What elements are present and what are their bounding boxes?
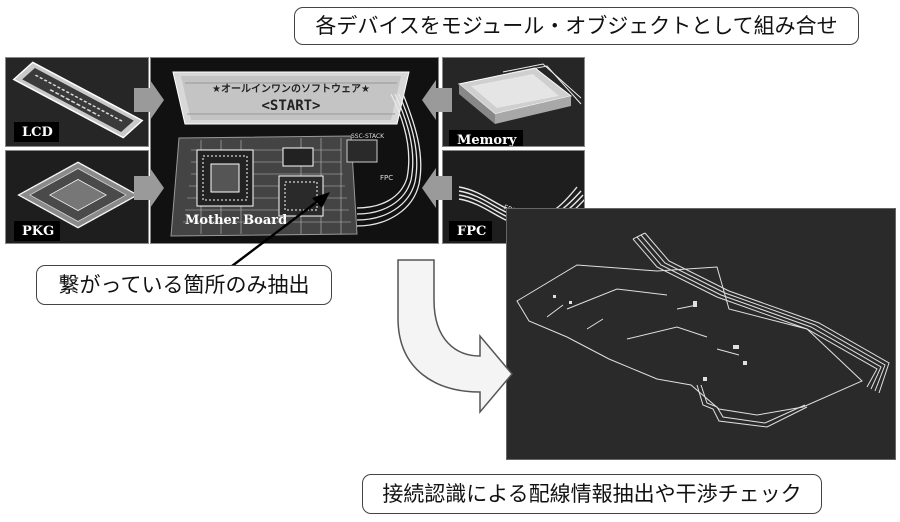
arrow-memory-to-board <box>422 80 452 120</box>
stack-mark: SSC-STACK <box>351 133 385 140</box>
extracted-wiring-illustration <box>507 209 895 459</box>
bottom-callout: 接続認識による配線情報抽出や干渉チェック <box>362 474 822 514</box>
title-text: 各デバイスをモジュール・オブジェクトとして組み合せ <box>315 13 838 38</box>
title-callout: 各デバイスをモジュール・オブジェクトとして組み合せ <box>294 7 859 45</box>
fpc-mark: FPC <box>380 174 393 182</box>
fpc-label: FPC <box>449 221 493 241</box>
memory-label: Memory <box>449 130 523 146</box>
pointer-arrowhead <box>312 192 330 208</box>
extracted-wiring-result-tile <box>506 208 896 460</box>
mother-board-label: Mother Board <box>185 213 288 228</box>
arrow-lcd-to-board <box>134 80 164 120</box>
lcd-module-tile: LCD <box>5 57 149 147</box>
mother-board-illustration: ★オールインワンのソフトウェア★ <START> SSC-STACK FPC <box>151 58 438 243</box>
arrow-pkg-to-board <box>134 168 164 208</box>
pkg-module-tile: PKG <box>5 150 149 244</box>
lcd-screen-line2: <START> <box>261 98 320 114</box>
lcd-label: LCD <box>14 122 59 142</box>
extract-callout: 繋がっている箇所のみ抽出 <box>36 265 332 305</box>
arrow-fpc-to-board <box>422 168 452 208</box>
memory-module-tile: Memory <box>442 57 585 147</box>
pointer-line <box>231 197 323 267</box>
curved-flow-arrow <box>397 259 513 415</box>
bottom-text: 接続認識による配線情報抽出や干渉チェック <box>382 481 802 506</box>
pkg-label: PKG <box>14 221 61 241</box>
lcd-screen-graphic: ★オールインワンのソフトウェア★ <START> <box>172 71 410 125</box>
lcd-screen-line1: ★オールインワンのソフトウェア★ <box>212 83 370 95</box>
mother-board-tile: ★オールインワンのソフトウェア★ <START> SSC-STACK FPC <box>150 57 439 244</box>
extract-text: 繋がっている箇所のみ抽出 <box>58 272 310 297</box>
fpc-ribbon-graphic <box>356 93 422 227</box>
